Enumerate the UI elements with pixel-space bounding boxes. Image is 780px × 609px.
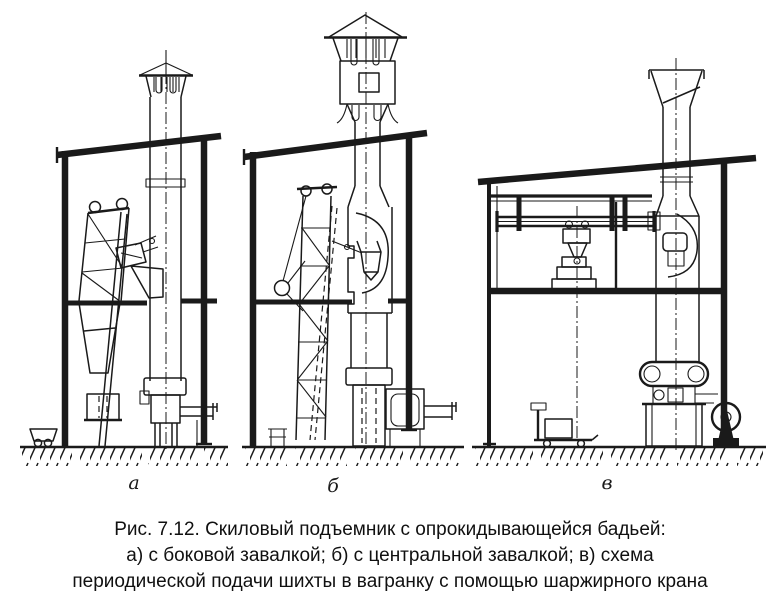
transfer-cart-v — [530, 402, 599, 448]
building-frame-a — [55, 132, 222, 446]
panel-label-b: б — [327, 475, 339, 497]
ground-v — [472, 445, 766, 466]
mine-cart-a — [29, 428, 58, 448]
spark-arrester-cap-a — [139, 50, 193, 98]
charging-chute-a — [130, 265, 164, 299]
caption-line-2: а) с боковой завалкой; б) с центральной … — [126, 545, 654, 566]
wind-belt-b — [345, 367, 393, 386]
spark-arrester-cap-b — [324, 14, 407, 124]
inspection-door-b — [358, 72, 380, 93]
floor-stand-b — [268, 428, 287, 446]
panel-label-a: а — [128, 472, 139, 494]
lower-hopper-a — [78, 302, 122, 422]
ground-a — [20, 445, 228, 466]
figure-illustration: а б в — [20, 12, 766, 497]
charging-door-v — [667, 213, 699, 278]
charging-platform-a — [68, 298, 217, 306]
crane-hook-v — [573, 257, 581, 265]
caption-line-1: Рис. 7.12. Скиловый подъемник с опрокиды… — [114, 519, 666, 540]
cupola-base-v — [638, 360, 718, 447]
charge-tubs-on-floor-v — [551, 256, 597, 290]
wind-ring-v — [638, 360, 710, 388]
skip-bucket-b — [356, 240, 382, 281]
charging-door-b — [331, 207, 393, 313]
building-frame-v — [477, 154, 757, 446]
tapping-spout-b — [424, 402, 457, 420]
ground-b — [242, 445, 464, 466]
skip-tower-b — [273, 183, 338, 441]
hoist-pulley-b-right — [321, 183, 333, 195]
panel-a-skip-hoist-side-charging — [20, 50, 228, 466]
cupola-stack-b — [347, 122, 390, 208]
charge-bucket-in-furnace-v — [662, 232, 688, 252]
skip-path-b — [309, 205, 338, 441]
figure-caption: Рис. 7.12. Скиловый подъемник с опрокиды… — [0, 517, 780, 595]
charging-platform-b — [253, 298, 412, 305]
caption-line-3: периодической подачи шихты в вагранку с … — [72, 571, 708, 592]
tapping-spout-a — [180, 403, 218, 420]
blower-v — [710, 401, 742, 447]
deflection-pulley-b — [273, 279, 291, 297]
building-frame-b — [242, 129, 428, 446]
tipping-skip-bucket-a — [115, 235, 159, 269]
panel-label-v: в — [601, 472, 612, 494]
monorail-crane-v — [488, 194, 661, 232]
cupola-base-b — [345, 312, 457, 447]
cupola-base-a — [139, 377, 218, 446]
panel-v-charging-crane-scheme — [472, 58, 766, 466]
panel-b-skip-hoist-central-charging — [242, 12, 464, 466]
